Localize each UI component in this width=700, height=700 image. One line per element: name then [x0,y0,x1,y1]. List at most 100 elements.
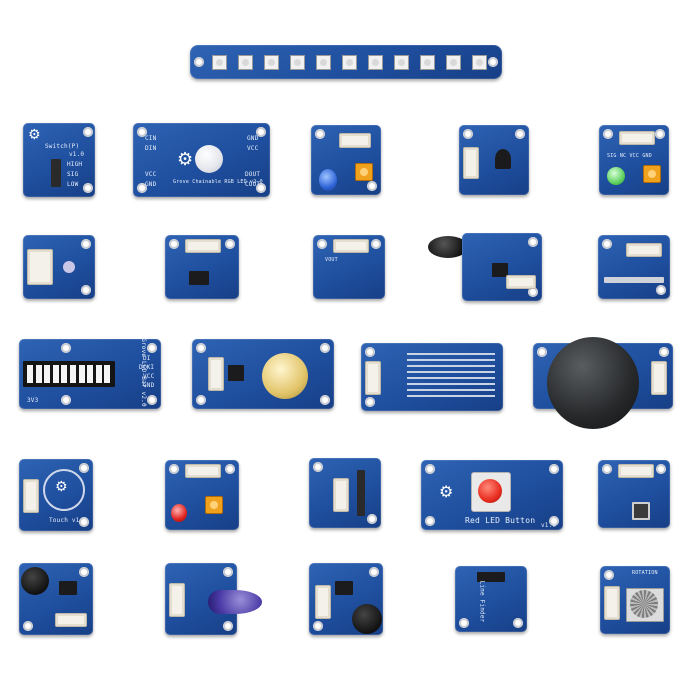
hall-sensor-module [309,458,381,528]
di-label: DI [143,355,151,362]
strip-led [368,55,383,70]
led-bar-module: Grove LED Bar v2.0 DI DCKI VCC GND 3V3 [19,338,161,409]
coin-cell-battery [262,353,308,399]
switch-low-label: LOW [67,181,79,188]
vcc-label: VCC [143,373,155,380]
mount-hole [194,57,204,67]
strip-led [472,55,487,70]
strip-led [264,55,279,70]
led-bar-segment [104,365,111,383]
touch-version-label: Touch v1.1 [49,517,88,524]
tilt-switch [604,277,664,283]
gear-logo-icon: ⚙ [439,482,454,501]
cin-label: CIN [145,135,157,142]
red-led-module [165,460,239,530]
strip-led [212,55,227,70]
red-led-button-version-label: v1.0 [541,522,557,529]
grove-connector [185,464,221,478]
grove-connector [463,147,479,179]
sensor-module-chip [165,235,239,299]
mount-hole [603,129,613,139]
led-module-blue [311,125,381,195]
dcki-label: DCKI [139,364,155,371]
switch-version-label: v1.0 [69,151,85,158]
strip-led [446,55,461,70]
grove-connector [619,131,655,145]
mount-hole [147,395,157,405]
microphone-module [19,563,93,635]
mount-hole [79,517,89,527]
mount-hole [549,516,559,526]
potentiometer [643,165,661,183]
photo-sensor [63,261,75,273]
switch-sig-label: SIG [67,171,79,178]
rgb-led-strip-board [190,45,502,79]
led-bar-segment [52,365,59,383]
ic-chip [228,365,244,381]
grove-connector [333,239,369,253]
mount-hole [367,514,377,524]
green-led [607,167,625,185]
line-finder-module: Line Finder [455,566,527,632]
tactile-button [632,502,650,520]
mount-hole [79,567,89,577]
mount-hole [537,347,547,357]
mount-hole [23,621,33,631]
mount-hole [513,618,523,628]
mount-hole [223,567,233,577]
gnd-label: GND [145,181,157,188]
vout-label: VOUT [325,257,338,263]
mount-hole [61,395,71,405]
button-module [598,460,670,528]
blue-led [319,169,337,191]
mount-hole [81,285,91,295]
switch-title-label: Switch(P) [45,143,80,150]
mount-hole [169,239,179,249]
grove-connector [604,586,620,620]
water-sensing-traces [407,353,495,401]
gear-logo-icon: ⚙ [55,479,68,495]
vcc-label: VCC [145,171,157,178]
mount-hole [313,462,323,472]
mount-hole [256,183,266,193]
led-bar-segment [35,365,42,383]
strip-led [420,55,435,70]
mount-hole [169,464,179,474]
mount-hole [61,343,71,353]
mount-hole [371,239,381,249]
din-label: DIN [145,145,157,152]
mount-hole [320,343,330,353]
mount-hole [488,57,498,67]
mount-hole [196,395,206,405]
grove-connector [506,275,536,289]
led-module-green: SIG NC VCC GND [599,125,669,195]
mount-hole [320,395,330,405]
grove-connector [185,239,221,253]
grove-connector [27,249,53,285]
mount-hole [528,287,538,297]
mount-hole [196,343,206,353]
grove-connector [169,583,185,617]
out-vcc-label: VCC [247,145,259,152]
mount-hole [365,397,375,407]
mount-hole [656,285,666,295]
mount-hole [369,567,379,577]
grove-connector [23,479,39,513]
grove-connector [55,613,87,627]
red-led [171,504,187,522]
mount-hole [225,464,235,474]
red-led-button-module: ⚙ Red LED Button v1.0 [421,460,563,530]
3v3-label: 3V3 [27,397,39,404]
cout-label: COUT [245,181,261,188]
ir-emitter-lens [428,236,468,258]
ic-chip [59,581,77,595]
mount-hole [315,129,325,139]
grove-connector [315,585,331,619]
ic-chip [189,271,209,285]
red-led-button-label: Red LED Button [465,516,536,525]
mount-hole [317,239,327,249]
line-finder-label: Line Finder [478,580,486,623]
joystick-knob [547,337,639,429]
led-bar-segment [61,365,68,383]
led-bar-segment [27,365,33,383]
